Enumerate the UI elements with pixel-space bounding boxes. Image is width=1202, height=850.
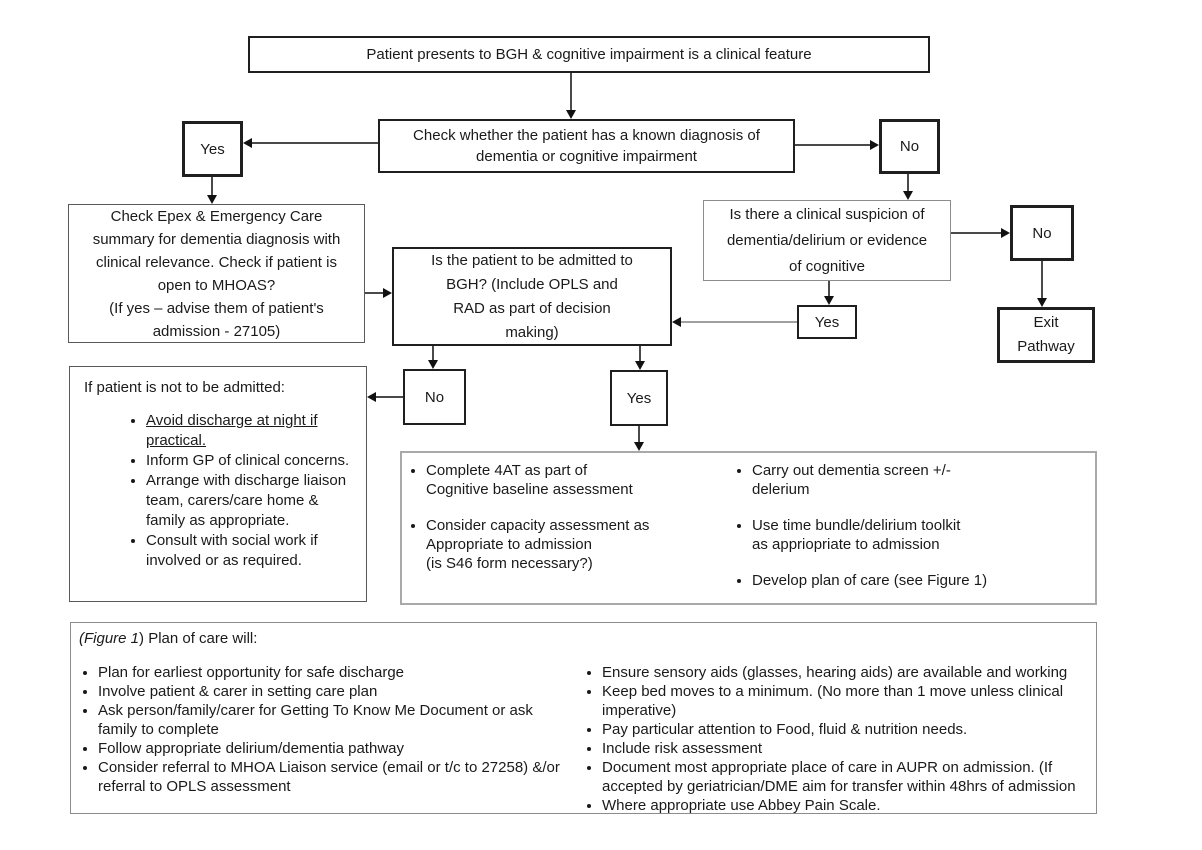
list-item: Include risk assessment bbox=[602, 739, 1088, 758]
arrowhead-down-icon bbox=[903, 191, 913, 200]
figure1-title-italic: (Figure 1 bbox=[79, 630, 140, 647]
arrowhead-down-icon bbox=[635, 361, 645, 370]
arrowhead-left-icon bbox=[367, 392, 376, 402]
connector-admit-to-no bbox=[432, 346, 434, 361]
node-no-admit: No bbox=[403, 369, 466, 425]
list-item: Ask person/family/carer for Getting To K… bbox=[98, 701, 576, 739]
list-item: Document most appropriate place of care … bbox=[602, 758, 1088, 796]
connector-suspicion-to-no bbox=[951, 232, 1001, 234]
arrowhead-down-icon bbox=[566, 110, 576, 119]
list-item: Consider capacity assessment as Appropri… bbox=[426, 516, 720, 573]
list-item: Develop plan of care (see Figure 1) bbox=[752, 571, 1095, 590]
connector-no-to-not-admitted bbox=[376, 396, 403, 398]
figure1-right-column: Ensure sensory aids (glasses, hearing ai… bbox=[576, 663, 1088, 815]
list-item: Keep bed moves to a minimum. (No more th… bbox=[602, 682, 1088, 720]
list-item: Pay particular attention to Food, fluid … bbox=[602, 720, 1088, 739]
arrowhead-left-icon bbox=[243, 138, 252, 148]
node-no-suspicion: No bbox=[1010, 205, 1074, 261]
node-yes-admit: Yes bbox=[610, 370, 668, 426]
node-clinical-suspicion: Is there a clinical suspicion of dementi… bbox=[703, 200, 951, 281]
list-item: Consult with social work if involved or … bbox=[146, 531, 352, 571]
arrowhead-down-icon bbox=[1037, 298, 1047, 307]
list-item: Arrange with discharge liaison team, car… bbox=[146, 471, 352, 531]
figure1-title-rest: ) Plan of care will: bbox=[139, 630, 258, 647]
arrowhead-left-icon bbox=[672, 317, 681, 327]
connector-start-to-check bbox=[570, 73, 572, 111]
admitted-actions-left-column: Complete 4AT as part of Cognitive baseli… bbox=[410, 461, 720, 573]
node-no-known-diagnosis: No bbox=[879, 119, 940, 174]
list-item: Avoid discharge at night if practical. bbox=[146, 411, 352, 451]
arrowhead-right-icon bbox=[383, 288, 392, 298]
list-item: Carry out dementia screen +/- delerium bbox=[752, 461, 1095, 499]
connector-epex-to-admit-question bbox=[365, 292, 383, 294]
node-admitted-actions: Complete 4AT as part of Cognitive baseli… bbox=[400, 451, 1097, 605]
list-item: Use time bundle/delirium toolkit as appr… bbox=[752, 516, 1095, 554]
node-yes-known-diagnosis: Yes bbox=[182, 121, 243, 177]
list-item: Ensure sensory aids (glasses, hearing ai… bbox=[602, 663, 1088, 682]
list-item: Where appropriate use Abbey Pain Scale. bbox=[602, 796, 1088, 815]
connector-check-to-no bbox=[795, 144, 870, 146]
node-admit-question: Is the patient to be admitted to BGH? (I… bbox=[392, 247, 672, 346]
arrowhead-down-icon bbox=[207, 195, 217, 204]
list-item: Consider referral to MHOA Liaison servic… bbox=[98, 758, 576, 796]
connector-yes-to-admitted-actions bbox=[638, 426, 640, 443]
list-item: Plan for earliest opportunity for safe d… bbox=[98, 663, 576, 682]
arrowhead-down-icon bbox=[634, 442, 644, 451]
arrowhead-right-icon bbox=[1001, 228, 1010, 238]
connector-no-to-exit bbox=[1041, 261, 1043, 299]
connector-suspicion-to-yes bbox=[828, 281, 830, 298]
connector-no-to-suspicion bbox=[907, 174, 909, 192]
connector-yes-to-epex bbox=[211, 177, 213, 196]
connector-yes-to-admit-question bbox=[681, 321, 797, 323]
node-not-admitted: If patient is not to be admitted: Avoid … bbox=[69, 366, 367, 602]
arrowhead-right-icon bbox=[870, 140, 879, 150]
node-check-diagnosis: Check whether the patient has a known di… bbox=[378, 119, 795, 173]
admitted-actions-right-column: Carry out dementia screen +/- delerium U… bbox=[720, 461, 1095, 590]
figure1-left-column: Plan for earliest opportunity for safe d… bbox=[79, 663, 576, 796]
list-item: Follow appropriate delirium/dementia pat… bbox=[98, 739, 576, 758]
node-yes-suspicion: Yes bbox=[797, 305, 857, 339]
not-admitted-list: Avoid discharge at night if practical. I… bbox=[84, 411, 352, 571]
not-admitted-title: If patient is not to be admitted: bbox=[84, 379, 285, 396]
node-figure1-plan-of-care: (Figure 1) Plan of care will: Plan for e… bbox=[70, 622, 1097, 814]
node-exit-pathway: Exit Pathway bbox=[997, 307, 1095, 363]
node-start: Patient presents to BGH & cognitive impa… bbox=[248, 36, 930, 73]
list-item: Inform GP of clinical concerns. bbox=[146, 451, 352, 471]
figure1-title: (Figure 1) Plan of care will: bbox=[79, 629, 1088, 648]
list-item: Complete 4AT as part of Cognitive baseli… bbox=[426, 461, 720, 499]
list-item: Involve patient & carer in setting care … bbox=[98, 682, 576, 701]
node-check-epex: Check Epex & Emergency Care summary for … bbox=[68, 204, 365, 343]
connector-admit-to-yes bbox=[639, 346, 641, 362]
connector-check-to-yes bbox=[252, 142, 378, 144]
arrowhead-down-icon bbox=[824, 296, 834, 305]
arrowhead-down-icon bbox=[428, 360, 438, 369]
